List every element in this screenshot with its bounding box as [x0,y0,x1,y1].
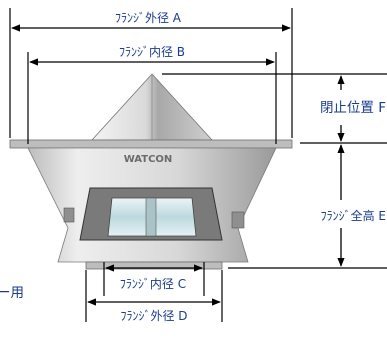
dimension-f: 閉止位置 F [162,73,387,144]
label-flange-total-height-e: ﾌﾗﾝｼﾞ全高 E [321,208,386,223]
dimension-c: ﾌﾗﾝｼﾞ内径 C [103,262,205,296]
label-flange-inner-c: ﾌﾗﾝｼﾞ内径 C [120,277,186,291]
label-flange-outer-d: ﾌﾗﾝｼﾞ外径 D [120,309,187,323]
label-flange-outer-a: ﾌﾗﾝｼﾞ外径 A [115,11,182,25]
brand-mark: WATCON [124,154,173,165]
label-closed-position-f: 閉止位置 F [320,100,386,116]
right-fitting [231,211,245,229]
dimension-d: ﾌﾗﾝｼﾞ外径 D [85,270,223,323]
dimension-a: ﾌﾗﾝｼﾞ外径 A [9,8,293,138]
dimension-e: ﾌﾗﾝｼﾞ全高 E [228,144,387,269]
left-fitting [63,207,75,223]
top-flange [9,139,293,149]
damper-illustration: WATCON [9,73,293,270]
dimension-b: ﾌﾗﾝｼﾞ内径 B [27,45,277,144]
partial-left-text: ー用 [0,285,24,301]
label-flange-inner-b: ﾌﾗﾝｼﾞ内径 B [119,45,185,59]
inspection-window [79,187,223,241]
